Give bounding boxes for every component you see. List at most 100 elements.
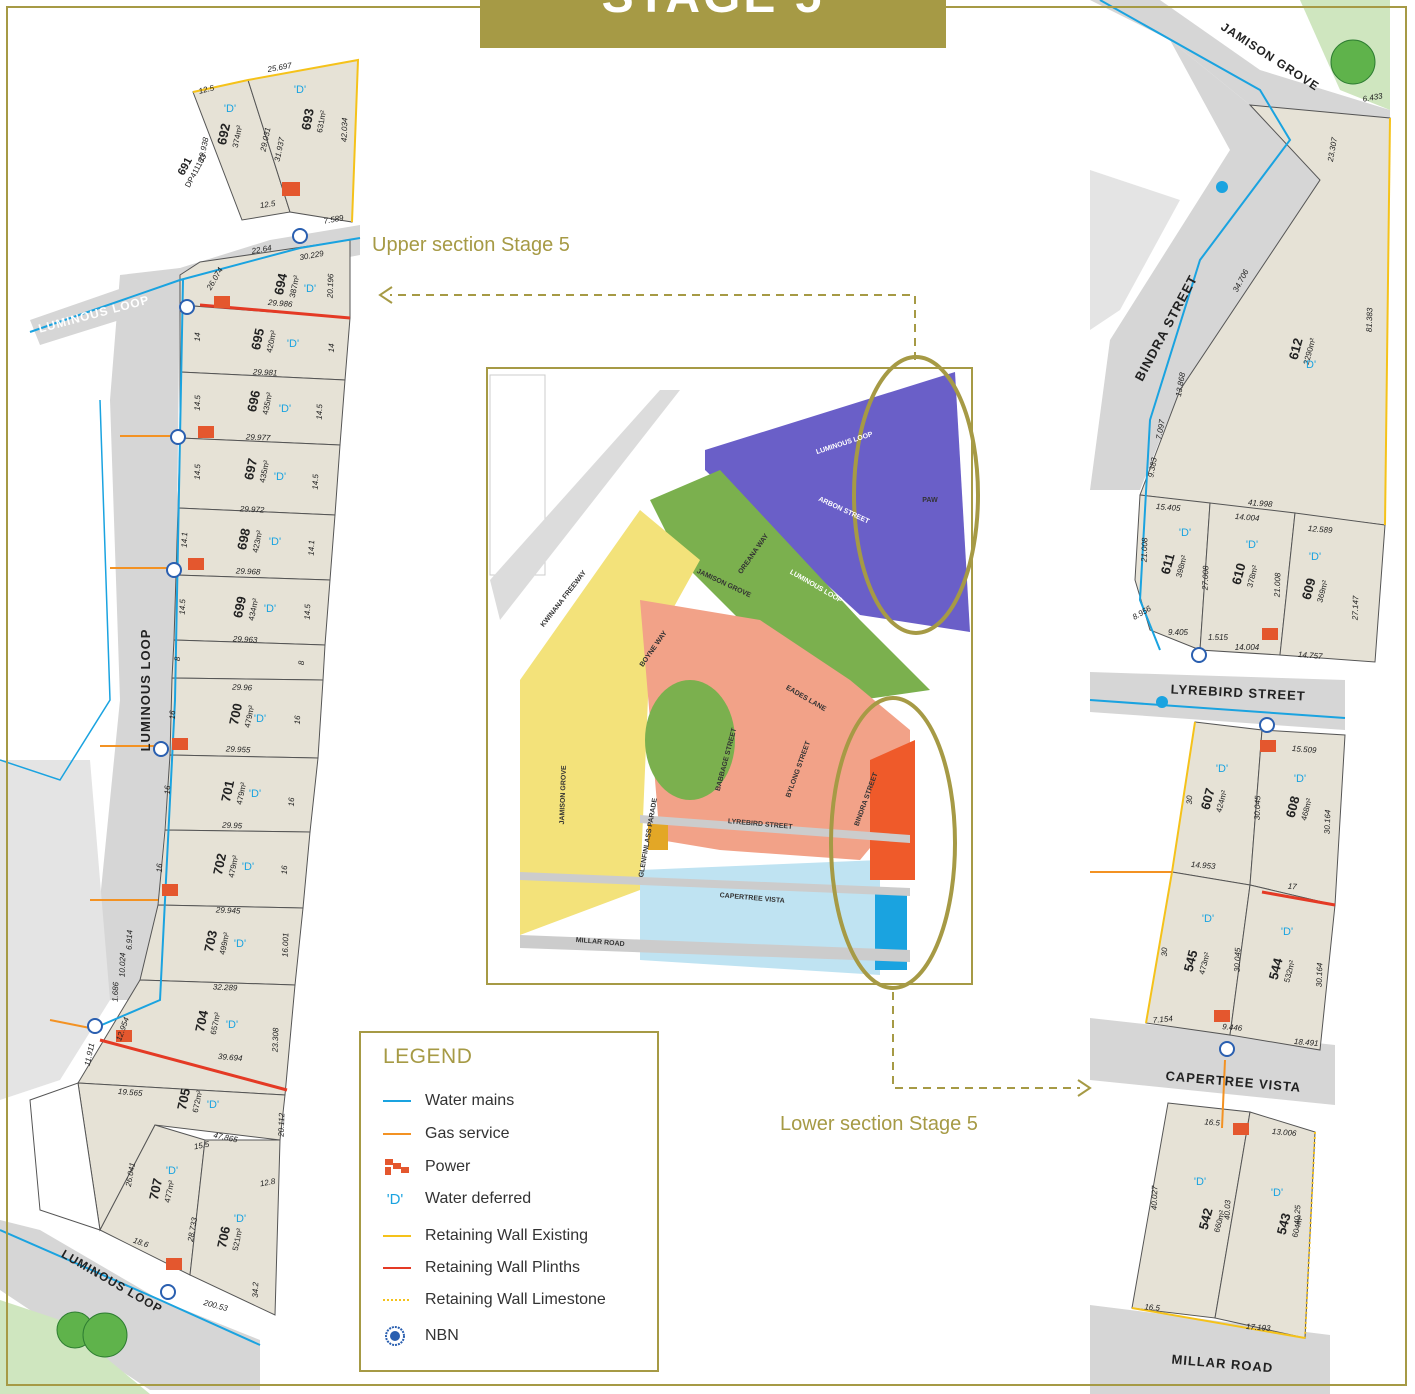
left-dimension: 16 (287, 797, 296, 807)
left-dimension: 1.686 (111, 981, 121, 1002)
lot-696-water-deferred: 'D' (279, 403, 291, 415)
lot-694-water-deferred: 'D' (304, 283, 316, 295)
left-dimension: 14.5 (311, 473, 321, 489)
legend-item-power: Power (381, 1155, 651, 1179)
wall-existing-right3 (1131, 1307, 1306, 1339)
lot-701-number: 701 (218, 779, 237, 803)
lot-697-water-deferred: 'D' (274, 471, 286, 483)
lot-611-number: 611 (1158, 552, 1178, 576)
left-dimension: 29.95 (221, 820, 243, 830)
right-dimension: 30 (1185, 795, 1194, 805)
lot-542-water-deferred: 'D' (1194, 1176, 1206, 1188)
right-dimension: 9.405 (1168, 628, 1189, 637)
lot-611-shape (1134, 494, 1211, 651)
lot-705-water-deferred: 'D' (207, 1099, 219, 1111)
lot-704-number: 704 (192, 1008, 211, 1033)
left-lot-polygons (29, 59, 359, 1316)
right-dimension: 21.008 (1273, 572, 1283, 598)
left-dimension: 16 (163, 785, 172, 795)
lot-693-area: 631m² (315, 109, 328, 133)
upper-section-label: Upper section Stage 5 (372, 234, 570, 256)
lot-705-number: 705 (174, 1087, 193, 1111)
left-dimension: 16.001 (281, 933, 291, 958)
legend-title: LEGEND (383, 1045, 473, 1068)
lot-693-water-deferred: 'D' (294, 84, 306, 96)
lot-707-water-deferred: 'D' (166, 1165, 178, 1177)
left-dimension: 29.938 (196, 136, 210, 163)
left-dimension: 32.289 (213, 982, 238, 992)
right-dimension: 14.004 (1235, 512, 1261, 523)
water-main-left-bottom (0, 1229, 261, 1346)
right-dimension: 16.5 (1204, 1117, 1221, 1127)
right-dimension: 30.045 (1253, 795, 1263, 820)
lot-703-number: 703 (201, 929, 220, 953)
right-dimension: 16.5 (1144, 1302, 1161, 1312)
lot-543-number: 543 (1274, 1211, 1294, 1236)
legend-label: Water mains (425, 1092, 515, 1109)
road-upper-left (1090, 170, 1180, 330)
left-dimension: 8 (297, 660, 306, 665)
legend-item-wall-limestone: Retaining Wall Limestone (381, 1288, 651, 1312)
left-dimension: 16 (168, 710, 177, 720)
lot-706-water-deferred: 'D' (234, 1213, 246, 1225)
lot-610-number: 610 (1229, 561, 1249, 586)
arrow-upper-head (378, 286, 393, 304)
nbn-icons-left (87, 228, 308, 1300)
mp-road-capertree (520, 872, 910, 896)
water-node-1 (1216, 181, 1228, 193)
lot-694-number: 694 (271, 271, 290, 296)
right-dimension: 41.998 (1248, 498, 1274, 509)
legend-item-water-mains: Water mains (381, 1089, 651, 1113)
left-dimension: 29.981 (252, 367, 278, 377)
right-dimension: 30.045 (1233, 947, 1243, 972)
power-icons-left (116, 182, 300, 1270)
lot-707-number: 707 (146, 1177, 165, 1201)
right-dimension: 21.008 (1140, 537, 1150, 563)
right-dimension: 18.491 (1294, 1037, 1319, 1048)
left-dimension: 34.2 (251, 1281, 261, 1297)
masterplan-street-jamison2: JAMISON GROVE (559, 765, 568, 825)
wall-existing-swatch (383, 1235, 411, 1237)
legend-item-wall-plinths: Retaining Wall Plinths (381, 1256, 651, 1280)
lot-609-number: 609 (1299, 576, 1319, 601)
left-dimension: 12.5 (198, 83, 216, 96)
left-dimension: 28.733 (186, 1216, 199, 1243)
legend-item-gas-service: Gas service (381, 1122, 651, 1146)
left-dimension: 23.308 (271, 1027, 281, 1053)
water-main-right-lyrebird (1089, 699, 1346, 719)
lot-608-number: 608 (1283, 794, 1303, 819)
left-dimension: 29.986 (267, 298, 294, 309)
lower-section-label: Lower section Stage 5 (780, 1113, 978, 1135)
arrow-lower (892, 992, 1080, 1089)
wall-limestone-right (1304, 1131, 1316, 1339)
lot-543-water-deferred: 'D' (1271, 1187, 1283, 1199)
wall-plinths-swatch (383, 1267, 411, 1269)
mp-stage-orange (870, 740, 915, 880)
lot-698-water-deferred: 'D' (269, 536, 281, 548)
left-dimension: 29.945 (215, 905, 241, 915)
legend-item-nbn: NBN (381, 1324, 651, 1348)
tree-icons-left (56, 1311, 128, 1358)
lot-697-number: 697 (241, 457, 260, 481)
water-main-left-inner (0, 399, 111, 781)
left-dimension: 20.196 (326, 273, 336, 299)
arrow-lower-head (1077, 1079, 1092, 1097)
right-dimension: 1.515 (1208, 633, 1229, 642)
lot-609-shape (1279, 512, 1386, 663)
retaining-wall-existing-left (192, 58, 360, 223)
lot-542-number: 542 (1196, 1206, 1216, 1231)
left-dimension: 14 (193, 332, 202, 342)
legend-item-water-deferred: 'D' Water deferred (381, 1187, 651, 1211)
lot-607-water-deferred: 'D' (1216, 763, 1228, 775)
water-main-left (29, 237, 361, 333)
water-main-right (1099, 0, 1292, 651)
lot-706-number: 706 (214, 1225, 233, 1249)
lot-544-number: 544 (1266, 956, 1286, 982)
left-dimension: 16 (293, 715, 302, 725)
left-dimension: 19.565 (118, 1087, 144, 1098)
left-dimension: 26.041 (124, 1162, 137, 1189)
road-bindra-street (1090, 40, 1320, 490)
left-dimension: 7.589 (323, 213, 345, 225)
left-dimension: 29.977 (245, 432, 271, 442)
